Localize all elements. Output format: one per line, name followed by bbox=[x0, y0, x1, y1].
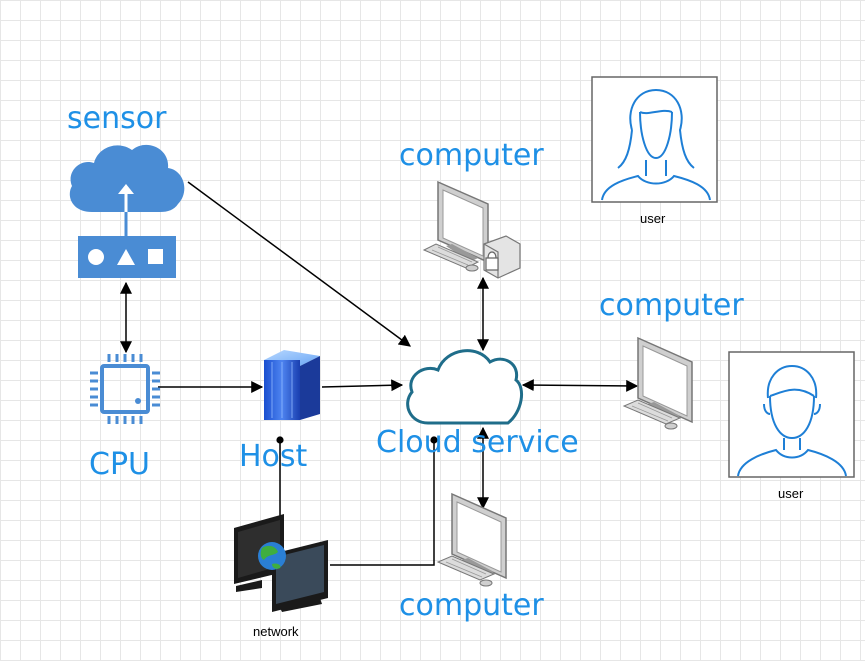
label-sensor: sensor bbox=[67, 101, 167, 136]
label-computer-bottom: computer bbox=[399, 588, 544, 623]
male-user-avatar-icon bbox=[737, 364, 847, 477]
label-user-right: user bbox=[778, 486, 804, 501]
edge-network-cloud[interactable] bbox=[330, 436, 438, 566]
cloud-upload-sensor-icon[interactable] bbox=[69, 144, 185, 278]
desktop-computer-right-icon[interactable] bbox=[622, 336, 693, 430]
desktop-computer-top-icon[interactable] bbox=[422, 180, 521, 279]
label-network: network bbox=[253, 624, 299, 639]
female-user-avatar-icon bbox=[601, 88, 711, 201]
label-cpu: CPU bbox=[89, 447, 150, 482]
label-user-top: user bbox=[640, 211, 666, 226]
male-user-avatar-card[interactable] bbox=[728, 351, 855, 478]
edge-host-cloud[interactable] bbox=[321, 379, 404, 392]
label-host: Host bbox=[239, 439, 308, 474]
edge-cloud-computer-right[interactable] bbox=[521, 379, 639, 392]
edges bbox=[120, 181, 639, 566]
label-cloud-service: Cloud service bbox=[376, 425, 579, 460]
desktop-computer-bottom-icon[interactable] bbox=[436, 492, 507, 587]
label-computer-right: computer bbox=[599, 288, 744, 323]
server-host-icon[interactable] bbox=[264, 350, 320, 420]
label-computer-top: computer bbox=[399, 138, 544, 173]
female-user-avatar-card[interactable] bbox=[591, 76, 718, 203]
network-computers-icon[interactable] bbox=[234, 514, 328, 612]
edge-sensor-cloud[interactable] bbox=[187, 181, 411, 347]
cpu-chip-icon[interactable] bbox=[90, 354, 160, 424]
cloud-icon[interactable] bbox=[406, 349, 524, 425]
